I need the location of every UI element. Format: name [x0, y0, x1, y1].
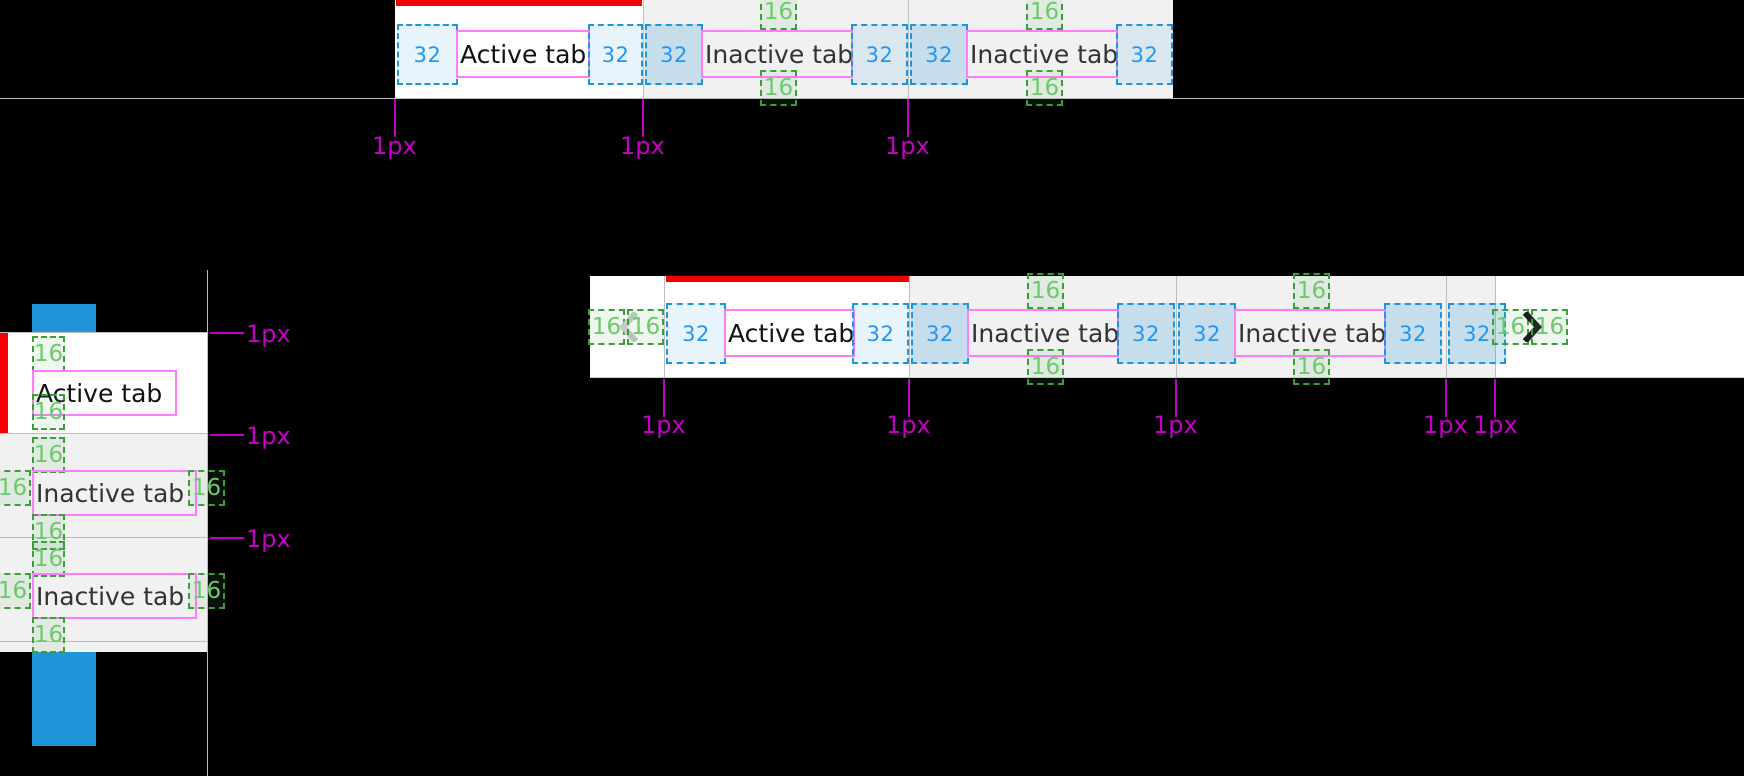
measure-tick — [642, 99, 644, 137]
measure-tick — [1494, 379, 1496, 417]
vertical-active-indicator — [0, 332, 8, 433]
tab-gap-bottom: 16 — [32, 514, 65, 550]
vertical-active-surface[interactable] — [8, 332, 208, 433]
measure-tick — [907, 99, 909, 137]
tab-trail-spacer: 32 — [1384, 303, 1442, 364]
chevron-left-icon[interactable] — [614, 309, 642, 345]
scroll-thumb-bottom[interactable] — [32, 652, 96, 746]
tab-trail-spacer: 32 — [851, 24, 908, 85]
tab-label-box[interactable]: Inactive tab — [701, 30, 853, 78]
tab-gap-top: 16 — [32, 336, 65, 372]
tab-divider — [0, 332, 208, 333]
tab-trail-spacer: 32 — [588, 24, 643, 85]
measure-label: 1px — [372, 132, 417, 160]
measure-tick — [1445, 379, 1447, 417]
scroll-right-gap-right: 16 — [1531, 309, 1568, 345]
tab-lead-spacer: 32 — [910, 24, 968, 85]
tab-trail-spacer: 32 — [1117, 303, 1175, 364]
measure-tick — [908, 379, 910, 417]
tab-label-box[interactable]: Inactive tab — [32, 470, 197, 516]
tab-lead-spacer: 32 — [397, 24, 458, 85]
tab-label-box[interactable]: Active tab — [456, 30, 590, 78]
scroll-left-divider — [664, 276, 665, 378]
tab-gap-right: 16 — [188, 573, 225, 609]
measure-label: 1px — [246, 525, 291, 553]
tab-label-box[interactable]: Active tab — [32, 370, 177, 416]
measure-tick — [1175, 379, 1177, 417]
tab-trail-spacer: 32 — [852, 303, 909, 364]
tab-gap-right: 16 — [188, 470, 225, 506]
active-tab-indicator — [666, 276, 909, 282]
measure-label: 1px — [246, 320, 291, 348]
measure-label: 1px — [246, 422, 291, 450]
tab-gap-top: 16 — [760, 0, 797, 30]
scroll-left-gap-right: 16 — [627, 309, 664, 345]
tab-lead-spacer: 32 — [666, 303, 726, 364]
tab-gap-bottom: 16 — [32, 394, 65, 430]
measure-tick — [210, 537, 244, 539]
active-tab-surface[interactable] — [395, 0, 643, 98]
tab-gap-bottom: 16 — [32, 617, 65, 653]
tab-label-box[interactable]: Inactive tab — [1234, 309, 1386, 357]
measure-tick — [663, 379, 665, 417]
tab-gap-top: 16 — [1027, 273, 1064, 309]
tab-label-box[interactable]: Inactive tab — [966, 30, 1118, 78]
vertical-list-border — [207, 270, 208, 776]
scroll-right-gap-left: 16 — [1492, 309, 1529, 345]
tab-label-box[interactable]: Active tab — [724, 309, 855, 357]
tab-gap-top: 16 — [1293, 273, 1330, 309]
tab-divider — [0, 433, 208, 434]
tab-lead-spacer: 32 — [645, 24, 703, 85]
tab-trail-spacer: 32 — [1448, 303, 1506, 364]
tab-divider — [0, 641, 208, 642]
measure-tick — [210, 434, 244, 436]
chevron-right-icon[interactable] — [1518, 309, 1546, 345]
tab-gap-top: 16 — [32, 437, 65, 473]
tab-divider — [643, 0, 644, 98]
tab-bar-bottom-border — [590, 377, 1744, 378]
measure-label: 1px — [1153, 411, 1198, 439]
tab-gap-bottom: 16 — [1293, 349, 1330, 385]
tab-divider — [1446, 276, 1447, 378]
scroll-left-gap-left: 16 — [588, 309, 625, 345]
measure-tick — [210, 332, 244, 334]
tab-lead-spacer: 32 — [911, 303, 969, 364]
scroll-right-divider — [1495, 276, 1496, 378]
tab-label-box[interactable]: Inactive tab — [32, 573, 197, 619]
tab-bar-bottom-border — [0, 98, 1744, 99]
vertical-tab-list-spec: 16 Active tab 16 16 16 Inactive tab 16 1… — [0, 270, 320, 776]
tab-gap-bottom: 16 — [1027, 349, 1064, 385]
tab-gap-top: 16 — [1026, 0, 1063, 30]
tab-divider — [0, 537, 208, 538]
tab-gap-bottom: 16 — [760, 70, 797, 106]
measure-label: 1px — [620, 132, 665, 160]
tab-gap-bottom: 16 — [1026, 70, 1063, 106]
measure-label: 1px — [886, 411, 931, 439]
tab-gap-left: 16 — [0, 470, 31, 506]
active-tab-indicator — [396, 0, 642, 6]
tab-divider — [909, 276, 910, 378]
tab-gap-top: 16 — [32, 541, 65, 577]
tab-trail-spacer: 32 — [1116, 24, 1173, 85]
measure-label: 1px — [1423, 411, 1468, 439]
scrollable-tab-bar-spec: 16 16 32 Active tab 32 32 16 Inactive ta… — [588, 273, 1744, 446]
measure-tick — [394, 99, 396, 137]
tab-divider — [1176, 276, 1177, 378]
measure-label: 1px — [641, 411, 686, 439]
active-tab-surface[interactable] — [664, 276, 909, 378]
tab-divider — [908, 0, 909, 98]
measure-label: 1px — [1473, 411, 1518, 439]
measure-label: 1px — [885, 132, 930, 160]
top-tab-bar-spec: 32 Active tab 32 32 16 Inactive tab 16 3… — [0, 0, 1744, 160]
tab-gap-left: 16 — [0, 573, 31, 609]
tab-lead-spacer: 32 — [1178, 303, 1236, 364]
